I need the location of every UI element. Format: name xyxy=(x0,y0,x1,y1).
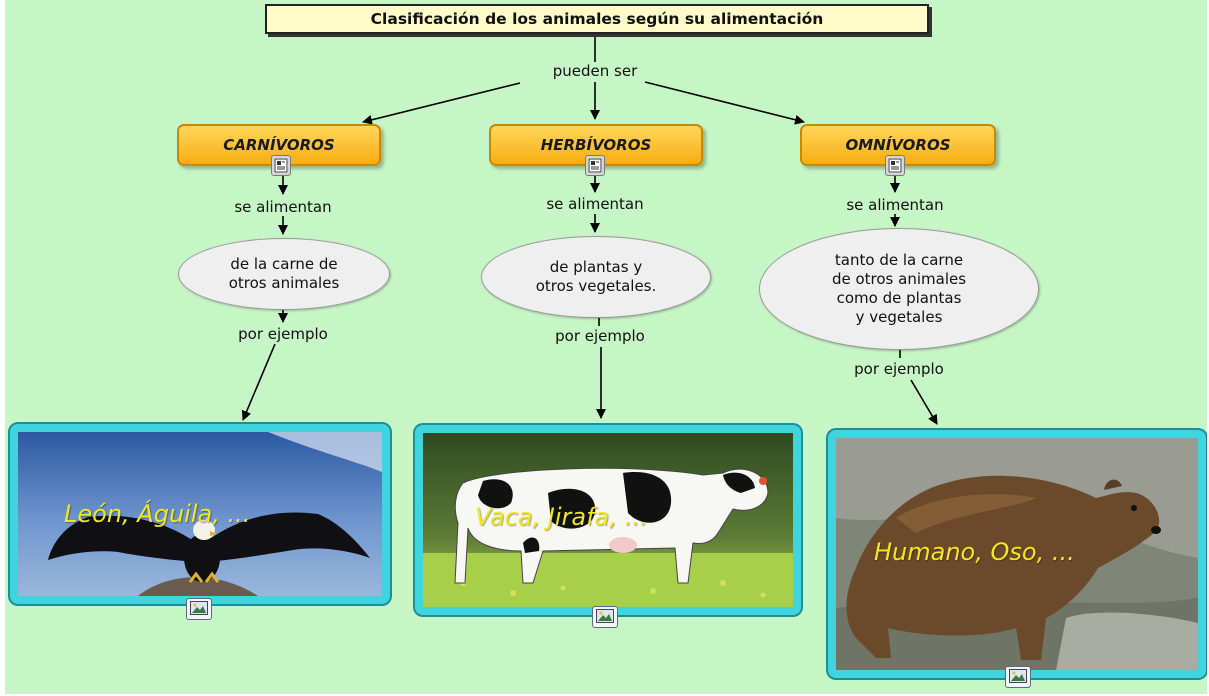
photo-bear xyxy=(836,438,1198,670)
link-pueden-ser: pueden ser xyxy=(550,62,640,80)
concept-carnivoros-label: CARNÍVOROS xyxy=(223,136,335,154)
photo-eagle xyxy=(18,432,382,596)
concept-map-canvas: Clasificación de los animales según su a… xyxy=(5,0,1207,694)
image-icon[interactable] xyxy=(186,598,212,620)
link-se-alimentan-herbivoros: se alimentan xyxy=(544,195,646,213)
image-caption-carnivoros: León, Águila, ... xyxy=(64,500,251,528)
arrow-to-carnivoros xyxy=(362,82,521,125)
link-se-alimentan-omnivoros: se alimentan xyxy=(844,196,946,214)
document-icon[interactable] xyxy=(585,155,605,176)
concept-omnivoros-label: OMNÍVOROS xyxy=(845,136,951,154)
document-icon[interactable] xyxy=(271,155,291,176)
concept-diet-omnivoros[interactable]: tanto de la carne de otros animales como… xyxy=(759,228,1039,350)
concept-carnivoros[interactable]: CARNÍVOROS xyxy=(177,124,381,166)
image-caption-omnivoros: Humano, Oso, ... xyxy=(874,538,1075,566)
image-frame-herbivoros[interactable]: Vaca, Jirafa, ... xyxy=(415,425,801,615)
image-icon[interactable] xyxy=(592,606,618,628)
concept-diet-carnivoros[interactable]: de la carne de otros animales xyxy=(178,238,390,310)
image-icon[interactable] xyxy=(1005,666,1031,688)
link-por-ejemplo-carnivoros: por ejemplo xyxy=(236,325,330,343)
link-se-alimentan-carnivoros: se alimentan xyxy=(232,198,334,216)
concept-diet-herbivoros[interactable]: de plantas y otros vegetales. xyxy=(481,236,711,318)
concept-herbivoros-label: HERBÍVOROS xyxy=(540,136,652,154)
connector-lines xyxy=(241,34,938,425)
link-por-ejemplo-herbivoros: por ejemplo xyxy=(553,327,647,345)
diet-text-herbivoros: de plantas y otros vegetales. xyxy=(535,258,657,295)
document-icon[interactable] xyxy=(885,155,905,176)
diet-text-carnivoros: de la carne de otros animales xyxy=(228,255,340,292)
image-frame-carnivoros[interactable]: León, Águila, ... xyxy=(10,424,390,604)
arrow-carn-image xyxy=(241,343,276,421)
image-frame-omnivoros[interactable]: Humano, Oso, ... xyxy=(828,430,1206,678)
image-caption-herbivoros: Vaca, Jirafa, ... xyxy=(475,503,648,531)
photo-cow xyxy=(423,433,793,607)
arrow-to-omnivoros xyxy=(644,81,805,125)
link-por-ejemplo-omnivoros: por ejemplo xyxy=(852,360,946,378)
arrow-omni-image xyxy=(910,379,938,425)
map-title: Clasificación de los animales según su a… xyxy=(265,4,929,34)
diet-text-omnivoros: tanto de la carne de otros animales como… xyxy=(831,251,967,326)
